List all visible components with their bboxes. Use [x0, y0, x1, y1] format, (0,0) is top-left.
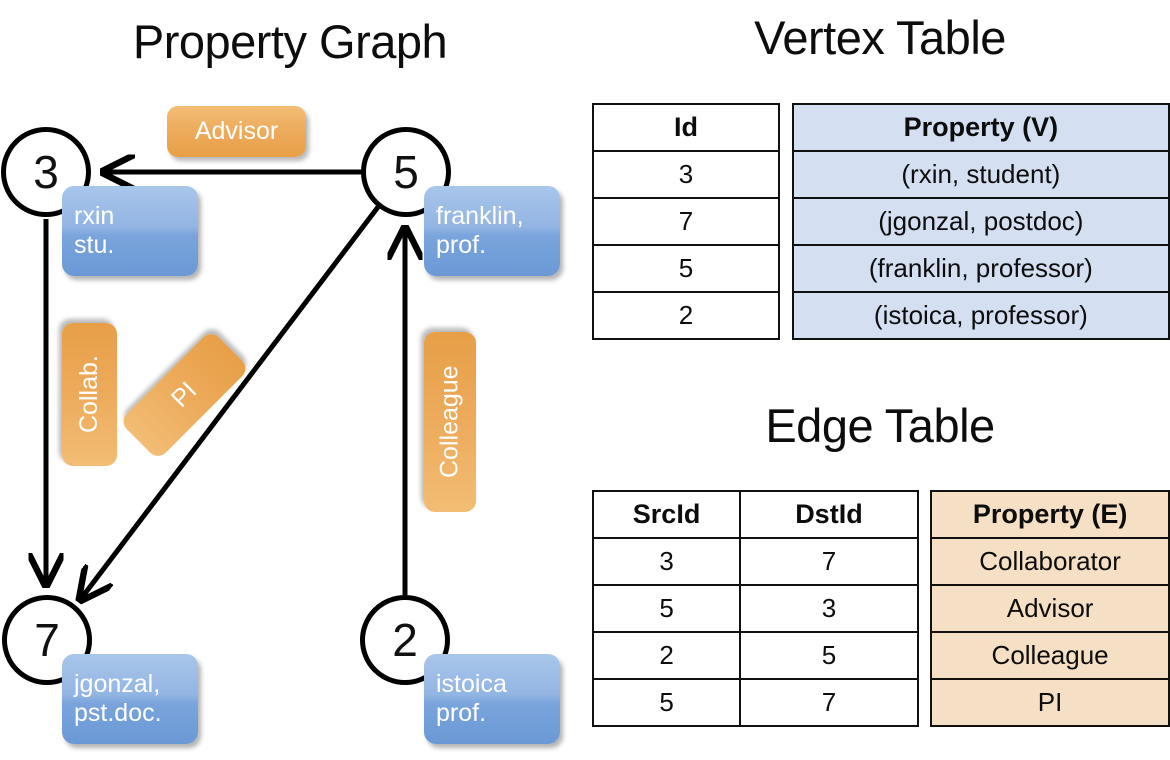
column-separator	[918, 538, 931, 585]
edge-cell-srcid: 2	[591, 631, 742, 680]
vertex-cell-property: (istoica, professor)	[791, 291, 1170, 340]
column-separator	[779, 292, 793, 339]
node-property-box-7: jgonzal, pst.doc.	[62, 654, 198, 744]
graph-edges-svg	[0, 0, 580, 760]
table-row[interactable]: 3 (rxin, student)	[592, 150, 1170, 199]
edge-cell-dstid: 5	[739, 631, 919, 680]
edge-cell-srcid: 3	[591, 537, 742, 586]
table-row[interactable]: 3 7 Collaborator	[591, 537, 1170, 586]
vertex-cell-id: 2	[592, 291, 780, 340]
vertex-cell-id: 7	[592, 197, 780, 246]
vertex-header-id: Id	[592, 103, 780, 152]
edge-cell-property: PI	[930, 678, 1170, 727]
table-row[interactable]: 5 7 PI	[591, 678, 1170, 727]
edge-header-dstid: DstId	[739, 490, 919, 539]
node-7-property-line2: pst.doc.	[74, 699, 162, 727]
node-2-property-line1: istoica	[436, 669, 507, 698]
vertex-cell-property: (franklin, professor)	[791, 244, 1170, 293]
node-property-box-5: franklin, prof.	[424, 186, 560, 276]
edge-label-collab: Collab.	[62, 323, 117, 466]
table-row[interactable]: 5 3 Advisor	[591, 584, 1170, 633]
edge-header-property: Property (E)	[930, 490, 1170, 539]
vertex-cell-id: 5	[592, 244, 780, 293]
edge-5-to-7	[80, 205, 380, 600]
edge-cell-srcid: 5	[591, 584, 742, 633]
vertex-cell-property: (rxin, student)	[791, 150, 1170, 199]
node-property-box-2: istoica prof.	[424, 654, 560, 744]
vertex-cell-id: 3	[592, 150, 780, 199]
vertex-table: Id Property (V) 3 (rxin, student) 7 (jgo…	[592, 103, 1170, 340]
node-5-property-line2: prof.	[436, 231, 487, 259]
edge-cell-property: Advisor	[930, 584, 1170, 633]
edge-cell-dstid: 7	[739, 537, 919, 586]
edge-cell-property: Collaborator	[930, 537, 1170, 586]
node-circle-5[interactable]: 5	[361, 127, 451, 217]
edge-cell-dstid: 3	[739, 584, 919, 633]
column-separator	[779, 151, 793, 198]
table-row[interactable]: 2 5 Colleague	[591, 631, 1170, 680]
edge-table: SrcId DstId Property (E) 3 7 Collaborato…	[591, 490, 1170, 727]
property-graph-diagram: 3 5 7 2 rxin stu. franklin, prof. jgonza…	[0, 0, 580, 760]
vertex-cell-property: (jgonzal, postdoc)	[791, 197, 1170, 246]
column-separator	[918, 632, 931, 679]
edge-header-srcid: SrcId	[591, 490, 742, 539]
table-row[interactable]: 2 (istoica, professor)	[592, 291, 1170, 340]
node-7-property-line1: jgonzal,	[74, 669, 161, 698]
edge-label-advisor: Advisor	[167, 106, 306, 157]
node-3-property-line1: rxin	[74, 201, 115, 230]
node-2-property-line2: prof.	[436, 699, 487, 727]
column-separator	[779, 245, 793, 292]
edge-cell-property: Colleague	[930, 631, 1170, 680]
table-row[interactable]: 7 (jgonzal, postdoc)	[592, 197, 1170, 246]
node-circle-2[interactable]: 2	[360, 595, 450, 685]
column-separator	[918, 679, 931, 726]
edge-cell-dstid: 7	[739, 678, 919, 727]
table-row[interactable]: 5 (franklin, professor)	[592, 244, 1170, 293]
node-3-property-line2: stu.	[74, 231, 115, 259]
column-separator	[918, 585, 931, 632]
page-title-property-graph: Property Graph	[132, 15, 448, 68]
page-title-edge-table: Edge Table	[765, 399, 995, 452]
column-separator	[918, 491, 931, 538]
column-separator	[779, 104, 793, 151]
vertex-header-property: Property (V)	[791, 103, 1170, 152]
edge-label-colleague: Colleague	[424, 332, 476, 512]
node-property-box-3: rxin stu.	[62, 186, 198, 276]
page-title-vertex-table: Vertex Table	[754, 11, 1006, 64]
edge-cell-srcid: 5	[591, 678, 742, 727]
table-header-row: Id Property (V)	[592, 103, 1170, 152]
table-header-row: SrcId DstId Property (E)	[591, 490, 1170, 539]
column-separator	[779, 198, 793, 245]
node-5-property-line1: franklin,	[436, 201, 524, 230]
